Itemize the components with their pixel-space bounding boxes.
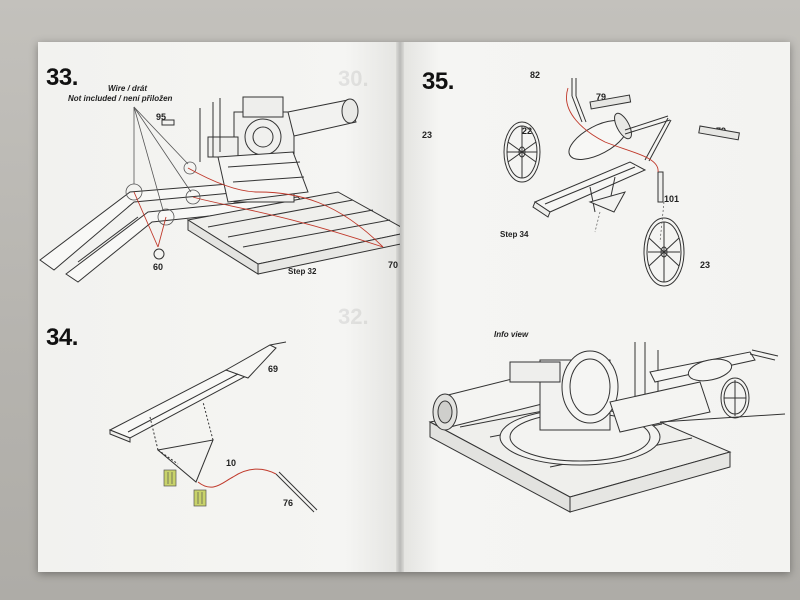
info-view-label: Info view <box>494 330 529 339</box>
step-34-drawing <box>108 341 318 513</box>
part-79-top-label: 79 <box>596 92 607 102</box>
step-33-number: 33. <box>46 64 78 91</box>
step-35-number: 35. <box>422 68 454 95</box>
ghost-step-32: 32. <box>338 304 369 329</box>
part-22-label: 22 <box>522 126 533 136</box>
left-page-drawings <box>39 96 400 513</box>
right-page: 35. 82 79 79 23 22 101 23 Step 34 Info v… <box>400 42 790 572</box>
step-35-drawing <box>503 78 740 287</box>
right-page-drawings <box>428 78 786 513</box>
step-33-drawing <box>39 96 400 283</box>
booklet-spine <box>396 42 404 572</box>
part-101-label: 101 <box>664 194 680 204</box>
part-23-left-label: 23 <box>422 130 433 140</box>
info-view-drawing <box>428 342 786 513</box>
part-69-label: 69 <box>268 364 279 374</box>
wire-not-included-label: Not included / není přiložen <box>68 94 173 103</box>
step-34-wire <box>197 468 277 488</box>
step-35-wire <box>566 87 659 173</box>
wire-label: Wire / drát <box>108 84 148 93</box>
ghost-step-30: 30. <box>338 66 369 91</box>
part-60-label: 60 <box>153 262 164 272</box>
step-34-highlight-parts <box>163 469 207 507</box>
part-10-label: 10 <box>226 458 237 468</box>
part-70-label: 70 <box>388 260 399 270</box>
step-34-caption: Step 34 <box>500 230 529 239</box>
left-page: 30. 32. 33. Wire / drát Not included / n… <box>38 42 400 572</box>
step-33-wire <box>133 167 384 248</box>
instruction-booklet: 30. 32. 33. Wire / drát Not included / n… <box>38 42 790 572</box>
step-33-callouts <box>125 106 201 226</box>
part-82-label: 82 <box>530 70 541 80</box>
part-76-label: 76 <box>283 498 294 508</box>
part-95-label: 95 <box>156 112 167 122</box>
step-32-caption: Step 32 <box>288 267 317 276</box>
step-34-number: 34. <box>46 324 78 351</box>
part-23-right-label: 23 <box>700 260 711 270</box>
